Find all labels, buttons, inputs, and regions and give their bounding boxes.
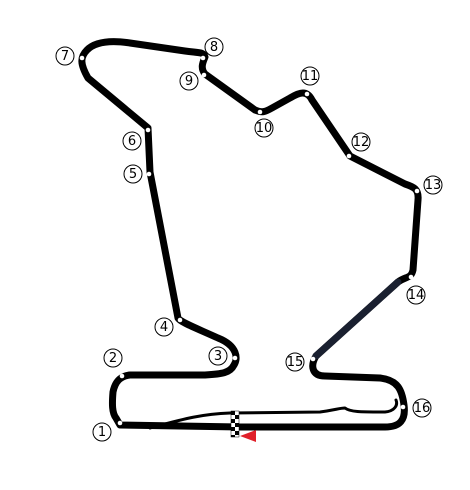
corner-number: 9 (185, 74, 193, 89)
corner-number: 4 (160, 320, 168, 335)
corner-5-marker (146, 171, 152, 177)
corner-13-marker (414, 188, 420, 194)
corner-number: 10 (256, 121, 273, 136)
corner-12-label: 12 (351, 132, 371, 152)
corner-4-marker (177, 317, 183, 323)
corner-number: 5 (129, 167, 137, 182)
corner-number: 16 (414, 401, 431, 416)
corner-16-label: 16 (412, 398, 432, 418)
corner-number: 13 (425, 178, 442, 193)
corner-6-marker (145, 127, 151, 133)
corner-1-label: 1 (92, 422, 112, 442)
corner-12-marker (346, 153, 352, 159)
corner-number: 6 (128, 134, 136, 149)
corner-2-label: 2 (103, 348, 123, 368)
corner-3-marker (232, 355, 238, 361)
corner-14-label: 14 (406, 285, 426, 305)
corner-1-marker (117, 420, 123, 426)
corner-9-marker (201, 72, 207, 78)
corner-number: 14 (408, 288, 425, 303)
track-segment-14-15 (312, 278, 402, 360)
corner-13-label: 13 (423, 175, 443, 195)
corner-7-label: 7 (55, 46, 75, 66)
corner-11-marker (304, 91, 310, 97)
corner-3-label: 3 (208, 346, 228, 366)
corner-number: 8 (210, 40, 218, 55)
corner-16-marker (400, 404, 406, 410)
pit-lane (148, 398, 399, 430)
corner-7-marker (79, 55, 85, 61)
corner-number: 2 (109, 351, 117, 366)
corner-2-marker (119, 373, 125, 379)
corner-number: 11 (302, 69, 319, 84)
corner-5-label: 5 (123, 164, 143, 184)
corner-number: 7 (61, 49, 69, 64)
corner-11-label: 11 (300, 66, 320, 86)
corner-15-label: 15 (285, 352, 305, 372)
corner-number: 15 (287, 355, 304, 370)
corner-6-label: 6 (122, 131, 142, 151)
corner-8-marker (200, 55, 206, 61)
direction-arrow-icon (240, 430, 256, 442)
corner-8-label: 8 (204, 37, 224, 57)
corner-10-label: 10 (254, 118, 274, 138)
start-finish-line (230, 410, 240, 438)
corner-15-marker (310, 356, 316, 362)
corner-10-marker (257, 109, 263, 115)
race-track (78, 38, 422, 431)
corner-14-marker (408, 274, 414, 280)
corner-4-label: 4 (154, 317, 174, 337)
corner-number: 12 (353, 135, 370, 150)
corner-number: 1 (98, 425, 106, 440)
corner-number: 3 (214, 349, 222, 364)
corner-9-label: 9 (179, 71, 199, 91)
